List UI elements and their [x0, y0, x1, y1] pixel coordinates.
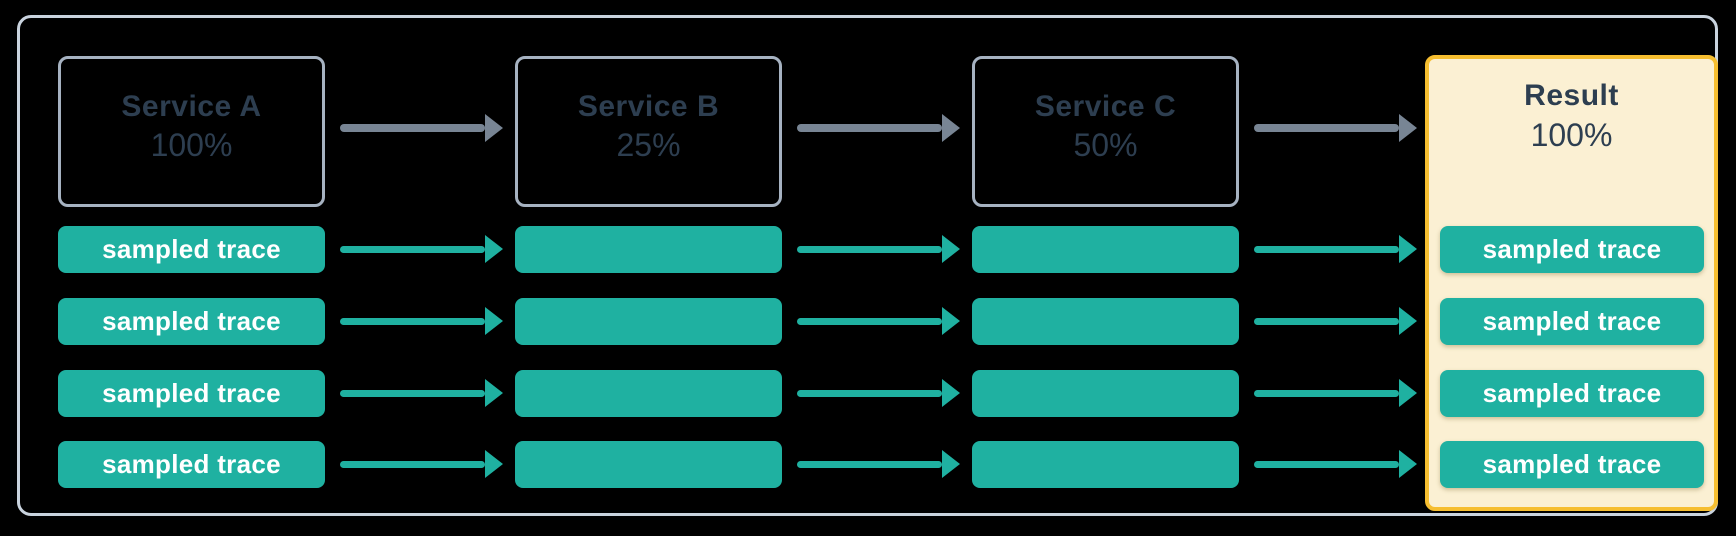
- trace-bar: [515, 441, 782, 488]
- trace-bar: [515, 370, 782, 417]
- arrow-line: [340, 389, 485, 397]
- arrow-line: [1254, 124, 1399, 132]
- sampled-trace-bar: sampled trace: [58, 370, 325, 417]
- arrow-head-icon: [485, 235, 503, 263]
- trace-bar: [515, 226, 782, 273]
- trace-flow-arrow: [1254, 307, 1417, 335]
- arrow-line: [340, 124, 485, 132]
- trace-flow-arrow: [797, 379, 960, 407]
- trace-bar: [972, 370, 1239, 417]
- service-a-title: Service A: [121, 89, 262, 123]
- arrow-line: [797, 389, 942, 397]
- arrow-head-icon: [942, 307, 960, 335]
- result-sampled-trace-bar: sampled trace: [1440, 441, 1704, 488]
- arrow-line: [1254, 460, 1399, 468]
- sampled-trace-bar: sampled trace: [58, 298, 325, 345]
- arrow-head-icon: [485, 307, 503, 335]
- trace-flow-arrow: [340, 450, 503, 478]
- arrow-head-icon: [1399, 235, 1417, 263]
- arrow-line: [1254, 245, 1399, 253]
- arrow-head-icon: [942, 114, 960, 142]
- arrow-head-icon: [942, 379, 960, 407]
- service-flow-arrow: [1254, 114, 1417, 142]
- arrow-line: [797, 317, 942, 325]
- pipeline-container: Service A 100% Service B 25% Service C 5…: [17, 15, 1718, 516]
- arrow-head-icon: [1399, 379, 1417, 407]
- trace-bar: [972, 298, 1239, 345]
- trace-flow-arrow: [1254, 379, 1417, 407]
- service-flow-arrow: [797, 114, 960, 142]
- arrow-line: [1254, 317, 1399, 325]
- service-b-title: Service B: [577, 89, 720, 123]
- service-flow-arrow: [340, 114, 503, 142]
- trace-flow-arrow: [797, 235, 960, 263]
- service-c-title: Service C: [1034, 89, 1177, 123]
- trace-flow-arrow: [1254, 235, 1417, 263]
- arrow-line: [340, 317, 485, 325]
- arrow-head-icon: [1399, 114, 1417, 142]
- result-title: Result: [1524, 79, 1619, 112]
- trace-bar: [972, 441, 1239, 488]
- arrow-line: [797, 460, 942, 468]
- trace-bar: [515, 298, 782, 345]
- arrow-head-icon: [1399, 450, 1417, 478]
- sampled-trace-bar: sampled trace: [58, 226, 325, 273]
- trace-bar: [972, 226, 1239, 273]
- service-box-a: Service A 100%: [58, 56, 325, 207]
- trace-flow-arrow: [340, 307, 503, 335]
- sampled-trace-bar: sampled trace: [58, 441, 325, 488]
- result-sampled-trace-bar: sampled trace: [1440, 370, 1704, 417]
- arrow-head-icon: [942, 235, 960, 263]
- arrow-head-icon: [1399, 307, 1417, 335]
- arrow-line: [797, 245, 942, 253]
- trace-flow-arrow: [340, 235, 503, 263]
- arrow-head-icon: [485, 114, 503, 142]
- trace-flow-arrow: [797, 450, 960, 478]
- service-b-percent: 25%: [616, 127, 681, 164]
- arrow-line: [797, 124, 942, 132]
- service-c-percent: 50%: [1073, 127, 1138, 164]
- arrow-line: [340, 245, 485, 253]
- trace-flow-arrow: [340, 379, 503, 407]
- service-box-b: Service B 25%: [515, 56, 782, 207]
- result-sampled-trace-bar: sampled trace: [1440, 298, 1704, 345]
- trace-flow-arrow: [1254, 450, 1417, 478]
- arrow-head-icon: [942, 450, 960, 478]
- arrow-head-icon: [485, 379, 503, 407]
- service-a-percent: 100%: [150, 127, 233, 164]
- arrow-line: [1254, 389, 1399, 397]
- result-sampled-trace-bar: sampled trace: [1440, 226, 1704, 273]
- trace-flow-arrow: [797, 307, 960, 335]
- arrow-line: [340, 460, 485, 468]
- service-box-c: Service C 50%: [972, 56, 1239, 207]
- arrow-head-icon: [485, 450, 503, 478]
- result-panel: Result 100%: [1425, 55, 1718, 511]
- result-percent: 100%: [1530, 116, 1613, 153]
